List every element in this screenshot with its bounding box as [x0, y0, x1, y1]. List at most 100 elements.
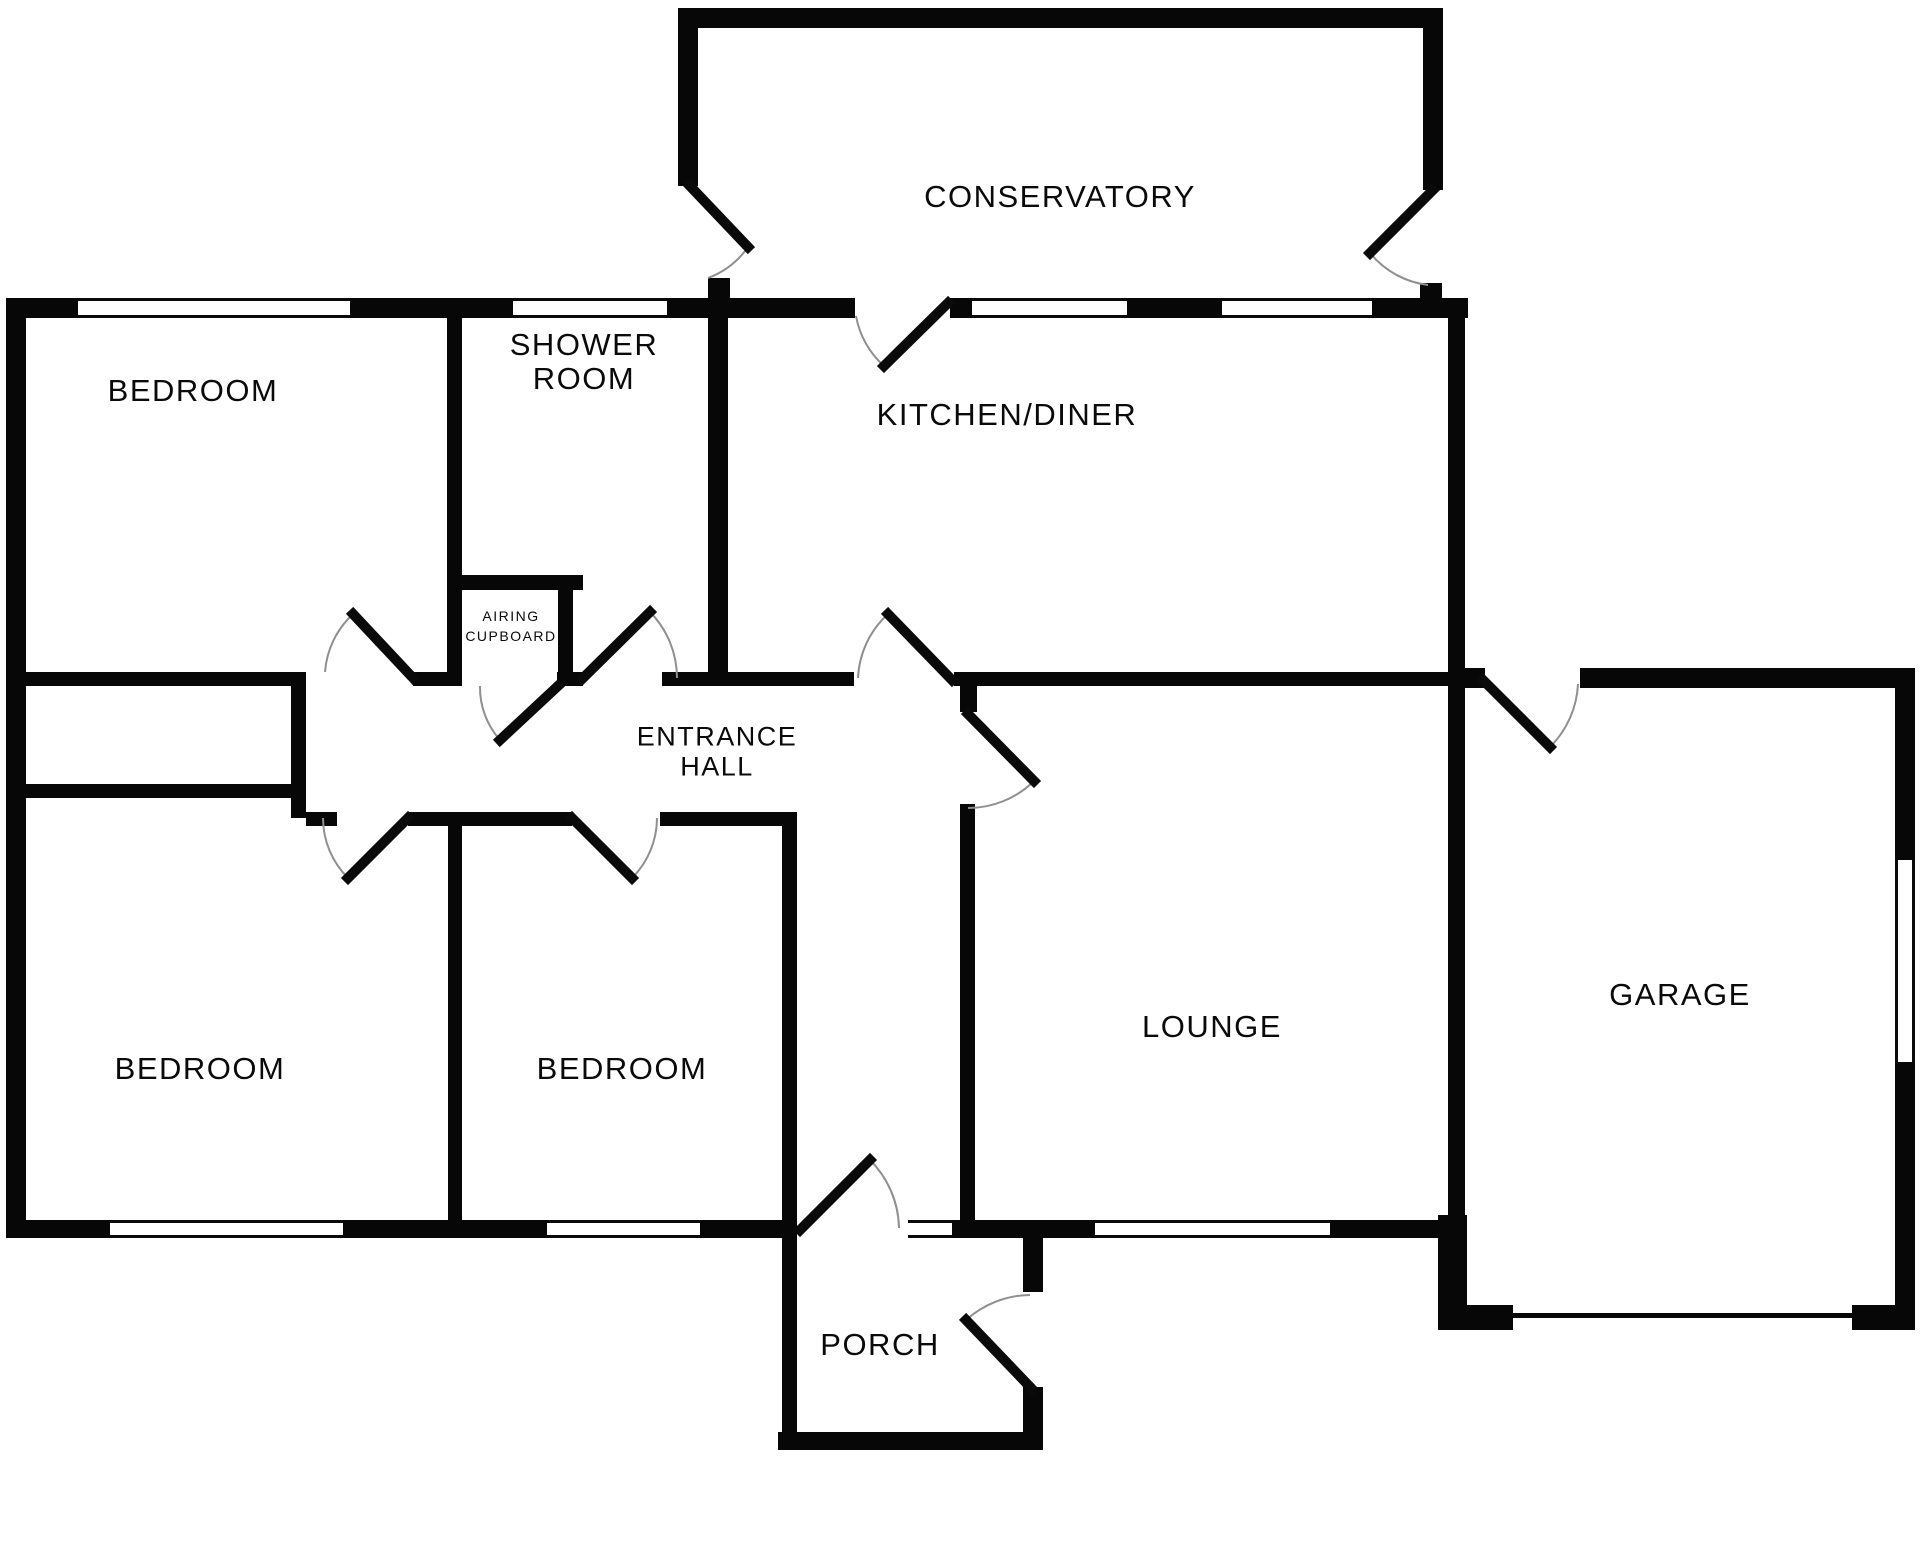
wall-conservatory-left-stub: [708, 278, 730, 300]
wall-hall-jog: [291, 672, 306, 818]
garage-window-edge-left: [1895, 860, 1898, 1062]
bedroom-middle-window-edge-top: [547, 1220, 700, 1223]
garage-window-edge-right: [1912, 860, 1915, 1062]
conservatory-right-door-leaf: [1362, 182, 1441, 261]
bedroom-middle-window: [547, 1220, 700, 1238]
wall-house-top-f: [1372, 298, 1468, 318]
kitchen-hall-door-arc: [857, 613, 889, 679]
wall-hall-north-c: [557, 672, 583, 686]
shower-room-door-arc: [649, 611, 679, 679]
conservatory-left-door-leaf: [682, 178, 756, 255]
wall-kitchen-garage-wall: [1448, 318, 1465, 1315]
porch-sidelight-edge-top: [908, 1220, 952, 1223]
wall-lounge-south-b: [1330, 1220, 1448, 1238]
kitchen-window-1-edge-bottom: [972, 315, 1127, 318]
wall-porch-bottom: [778, 1432, 1043, 1450]
wall-lounge-south-a: [975, 1220, 1095, 1238]
room-label-lounge: LOUNGE: [1142, 1009, 1282, 1044]
wall-cupboard-top: [447, 575, 583, 590]
kitchen-window-2: [1222, 298, 1372, 318]
bedroom-left-window: [110, 1220, 343, 1238]
room-label-shower-room-line1: SHOWER: [510, 327, 659, 362]
wall-hall-north-b: [413, 672, 460, 686]
wall-hall-south-west: [20, 784, 291, 798]
wall-house-bottom-a: [6, 1220, 110, 1238]
lounge-window-edge-top: [1095, 1220, 1330, 1223]
lounge-door-leaf: [960, 706, 1042, 789]
wall-hall-north-d: [662, 672, 728, 686]
wall-conservatory-top: [678, 8, 1443, 28]
wall-house-bottom-d: [952, 1220, 975, 1238]
wall-house-bottom-c: [700, 1220, 797, 1238]
room-label-shower-room-line2: ROOM: [533, 361, 635, 396]
garage-side-door-leaf: [1475, 672, 1558, 755]
wall-cupboard-right: [558, 590, 573, 672]
room-label-kitchen-diner: KITCHEN/DINER: [877, 397, 1138, 432]
wall-garage-east-a: [1895, 668, 1915, 860]
front-door-arc: [869, 1159, 900, 1229]
wall-hall-south-a: [306, 812, 337, 826]
bedroom-middle-door-arc: [631, 817, 658, 879]
wall-hall-south-d: [660, 812, 797, 826]
airing-cupboard-door-leaf: [492, 678, 566, 748]
bedroom-left-door-arc: [322, 817, 349, 879]
kitchen-window-2-edge-bottom: [1222, 315, 1372, 318]
bedroom-top-door-arc: [324, 613, 354, 673]
lounge-window-edge-bottom: [1095, 1235, 1330, 1238]
wall-conservatory-right: [1423, 8, 1443, 190]
bedroom-left-door-leaf: [340, 810, 416, 886]
wall-kitchen-south-a: [728, 672, 854, 686]
wall-divider-shower-kitchen: [708, 318, 728, 672]
conservatory-right-door-arc: [1369, 252, 1429, 286]
wall-garage-door-sill: [1513, 1313, 1852, 1318]
kitchen-window-1: [972, 298, 1127, 318]
bedroom-top-door-leaf: [345, 606, 421, 686]
kitchen-window-1-edge-top: [972, 298, 1127, 301]
room-label-bedroom-top: BEDROOM: [108, 373, 279, 408]
room-label-bedroom-left: BEDROOM: [115, 1051, 286, 1086]
wall-garage-top: [1580, 668, 1915, 688]
wall-garage-bottom-left: [1450, 1305, 1513, 1330]
room-label-garage: GARAGE: [1609, 977, 1751, 1012]
wall-house-top-b: [350, 298, 513, 318]
room-label-conservatory: CONSERVATORY: [924, 179, 1196, 214]
porch-sidelight-edge-bottom: [908, 1235, 952, 1238]
wall-divider-bed-shower: [447, 318, 462, 686]
room-label-airing-cupboard-line1: AIRING: [482, 608, 539, 624]
shower-window-edge-top: [513, 298, 667, 301]
wall-house-top-d: [950, 298, 972, 318]
wall-hall-south-b: [408, 812, 448, 826]
bedroom-left-window-edge-top: [110, 1220, 343, 1223]
garage-side-door-arc: [1549, 683, 1579, 748]
wall-hall-south-c: [462, 812, 572, 826]
shower-window-edge-bottom: [513, 315, 667, 318]
wall-house-bottom-b: [343, 1220, 547, 1238]
kitchen-window-2-edge-top: [1222, 298, 1372, 301]
bedroom-middle-door-leaf: [564, 810, 640, 886]
wall-divider-bedrooms: [448, 812, 462, 1220]
wall-house-left: [6, 298, 26, 1238]
room-label-entrance-hall-line1: ENTRANCE: [637, 721, 798, 751]
wall-house-top-e: [1127, 298, 1222, 318]
room-label-airing-cupboard-line2: CUPBOARD: [465, 628, 556, 644]
conservatory-kitchen-door-leaf: [876, 295, 956, 374]
porch-door-leaf: [958, 1312, 1041, 1398]
bedroom-top-window-edge-bottom: [78, 315, 350, 318]
bedroom-left-window-edge-bottom: [110, 1235, 343, 1238]
lounge-window: [1095, 1220, 1330, 1238]
wall-conservatory-right-stub: [1420, 283, 1442, 300]
wall-conservatory-left: [678, 8, 698, 186]
wall-house-top-c: [667, 298, 855, 318]
bedroom-middle-window-edge-bottom: [547, 1235, 700, 1238]
shower-room-door-leaf: [575, 604, 658, 686]
garage-window: [1895, 860, 1915, 1062]
shower-window: [513, 298, 667, 318]
wall-garage-east-b: [1895, 1062, 1915, 1330]
lounge-door-arc: [967, 780, 1035, 810]
wall-lounge-west-stub: [960, 686, 977, 712]
bedroom-top-window: [78, 298, 350, 318]
room-label-entrance-hall-line2: HALL: [680, 751, 754, 781]
